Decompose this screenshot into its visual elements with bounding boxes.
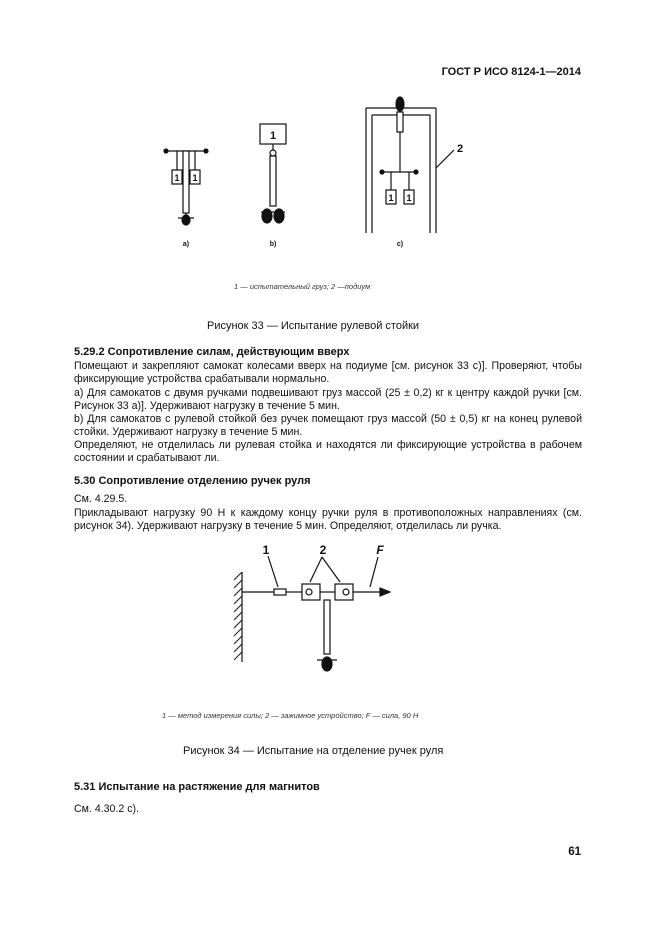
para-5-30-1: См. 4.29.5. (74, 493, 128, 505)
para-5-30-2: Прикладывают нагрузку 90 Н к каждому кон… (74, 507, 582, 533)
callout-force: F (376, 543, 384, 557)
weight-label-b: 1 (270, 130, 276, 142)
callout-force-meter: 1 (263, 543, 270, 557)
document-header: ГОСТ Р ИСО 8124-1—2014 (441, 66, 581, 78)
para-5-29-2-a: a) Для самокатов с двумя ручками подвеши… (74, 387, 582, 413)
page-number: 61 (568, 846, 581, 858)
para-5-29-2-1: Помещают и закрепляют самокат колесами в… (74, 360, 582, 386)
para-5-29-2-2: Определяют, не отделилась ли рулевая сто… (74, 439, 582, 465)
para-5-31-1: См. 4.30.2 с). (74, 803, 139, 815)
figure-33-title: Рисунок 33 — Испытание рулевой стойки (207, 320, 420, 332)
heading-5-30: 5.30 Сопротивление отделению ручек руля (74, 475, 311, 487)
weight-label-a-left: 1 (174, 173, 179, 183)
figure-33-legend: 1 — испытательный груз; 2 —подиум (234, 282, 371, 291)
weight-label-a-right: 1 (192, 173, 197, 183)
figure-33: 1 1 1 1 1 2 a) b) c) (163, 96, 463, 248)
figure-34-legend: 1 — метод измерения силы; 2 — зажимное у… (162, 711, 419, 720)
weight-label-c-right: 1 (406, 193, 411, 203)
heading-5-31: 5.31 Испытание на растяжение для магнито… (74, 781, 320, 793)
callout-clamp: 2 (320, 543, 327, 557)
panel-label-a: a) (183, 241, 189, 248)
weight-label-c-left: 1 (388, 193, 393, 203)
figure-34: 1 2 F (233, 543, 392, 672)
figure-34-title: Рисунок 34 — Испытание на отделение руче… (183, 745, 444, 757)
callout-podium: 2 (457, 143, 463, 155)
heading-5-29-2: 5.29.2 Сопротивление силам, действующим … (74, 346, 350, 358)
panel-label-c: c) (397, 241, 403, 248)
panel-label-b: b) (270, 241, 277, 248)
para-5-29-2-b: b) Для самокатов с рулевой стойкой без р… (74, 413, 582, 439)
